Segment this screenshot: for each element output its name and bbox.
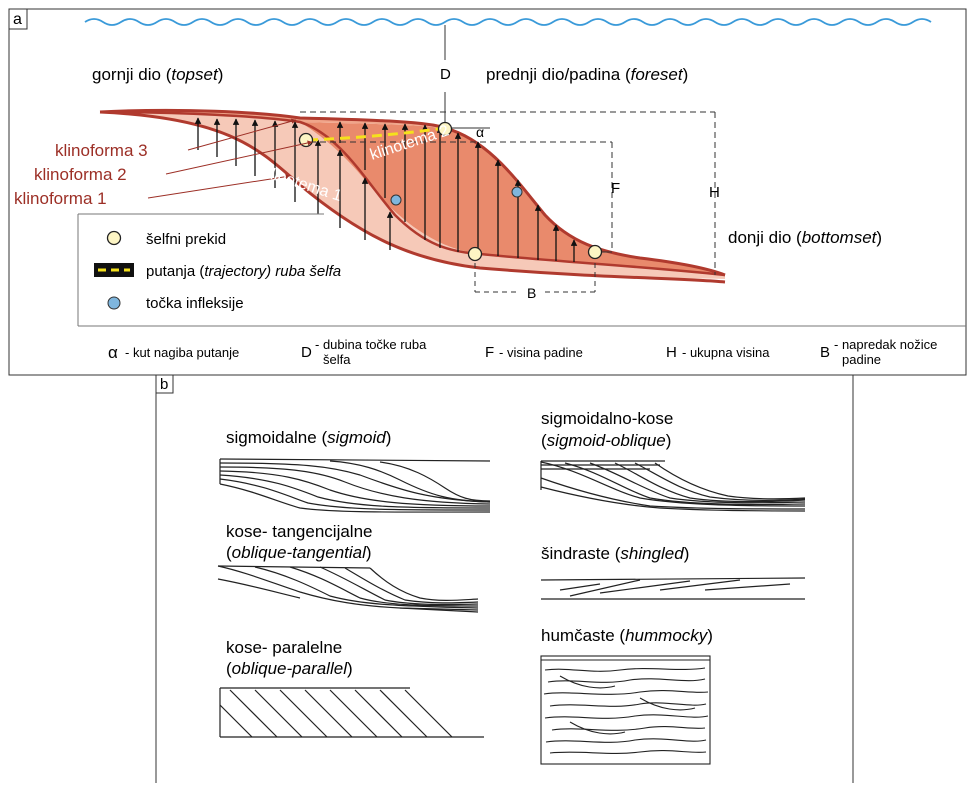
measurement-lines bbox=[300, 25, 716, 293]
measure-F-label: F bbox=[611, 180, 620, 197]
key-H-text: - ukupna visina bbox=[682, 345, 770, 360]
panel-a-tag-box bbox=[8, 8, 28, 30]
clinothem-2-body bbox=[300, 122, 725, 275]
legend-inflection-text: točka infleksije bbox=[146, 295, 244, 312]
toe-point-2 bbox=[587, 244, 603, 260]
hummocky-pattern bbox=[540, 655, 711, 765]
measure-alpha-label: α bbox=[476, 124, 484, 140]
oblique-tangential-pattern bbox=[217, 565, 479, 613]
clinoform-1-label: klinoforma 1 bbox=[14, 189, 107, 208]
foreset-label: prednji dio/padina (foreset) bbox=[486, 65, 688, 84]
panel-b-tag: b bbox=[160, 376, 168, 393]
key-F-text: - visina padine bbox=[499, 345, 583, 360]
legend-inflection-symbol bbox=[107, 296, 121, 310]
key-B-symbol: B bbox=[820, 344, 830, 361]
panel-a-tag: a bbox=[13, 11, 22, 28]
shingled-label: šindraste (shingled) bbox=[541, 544, 689, 563]
key-H-symbol: H bbox=[666, 344, 677, 361]
sigmoid-oblique-label-2: (sigmoid-oblique) bbox=[541, 431, 671, 450]
sigmoid-pattern bbox=[219, 458, 491, 513]
toe-point-1 bbox=[467, 246, 483, 262]
key-strip: α - kut nagiba putanje D - dubina točke … bbox=[108, 337, 937, 367]
clinoform-1-line bbox=[99, 110, 726, 284]
panel-b: b sigmoidalne (sigmoid) sigmoidalno-kose… bbox=[155, 374, 854, 783]
shelf-edge-trajectory bbox=[307, 126, 446, 142]
measure-D-label: D bbox=[440, 66, 451, 83]
oblique-parallel-pattern bbox=[219, 687, 484, 738]
clinoform-2-label: klinoforma 2 bbox=[34, 165, 127, 184]
shelf-break-point-2 bbox=[437, 121, 453, 137]
oblique-parallel-label-2: (oblique-parallel) bbox=[226, 659, 353, 678]
oblique-parallel-label-1: kose- paralelne bbox=[226, 638, 342, 657]
measure-B-label: B bbox=[527, 285, 536, 301]
inflection-point-2 bbox=[511, 186, 523, 198]
oblique-tangential-label-1: kose- tangencijalne bbox=[226, 522, 372, 541]
bottomset-label: donji dio (bottomset) bbox=[728, 228, 882, 247]
key-alpha-symbol: α bbox=[108, 343, 118, 362]
clinoform-2-line bbox=[99, 110, 726, 277]
panel-a: a bbox=[8, 8, 967, 376]
topset-label: gornji dio (topset) bbox=[92, 65, 223, 84]
sigmoid-oblique-pattern bbox=[540, 460, 806, 512]
panel-b-tag-box bbox=[155, 374, 174, 394]
clinothem-1-body bbox=[100, 112, 725, 279]
key-D-text-2: šelfa bbox=[323, 352, 351, 367]
inflection-point-1 bbox=[390, 194, 402, 206]
legend-trajectory-text: putanja (trajectory) ruba šelfa bbox=[146, 263, 341, 280]
measure-H-label: H bbox=[709, 184, 720, 201]
clinoform-3-line bbox=[99, 108, 726, 277]
water-surface bbox=[84, 18, 932, 26]
accretion-arrows bbox=[194, 117, 578, 262]
shingled-pattern bbox=[540, 577, 806, 600]
key-B-text-2: padine bbox=[842, 352, 881, 367]
key-D-text-1: - dubina točke ruba bbox=[315, 337, 427, 352]
sigmoid-oblique-label-1: sigmoidalno-kose bbox=[541, 409, 673, 428]
key-F-symbol: F bbox=[485, 344, 494, 361]
hummocky-label: humčaste (hummocky) bbox=[541, 626, 713, 645]
key-D-symbol: D bbox=[301, 344, 312, 361]
clinoform-3-label: klinoforma 3 bbox=[55, 141, 148, 160]
legend-shelf-break-symbol bbox=[106, 230, 122, 246]
key-alpha-text: - kut nagiba putanje bbox=[125, 345, 239, 360]
clinoform-leaders bbox=[147, 118, 313, 199]
key-B-text-1: - napredak nožice bbox=[834, 337, 937, 352]
sigmoid-label: sigmoidalne (sigmoid) bbox=[226, 428, 391, 447]
legend-shelf-break-text: šelfni prekid bbox=[146, 231, 226, 248]
oblique-tangential-label-2: (oblique-tangential) bbox=[226, 543, 372, 562]
